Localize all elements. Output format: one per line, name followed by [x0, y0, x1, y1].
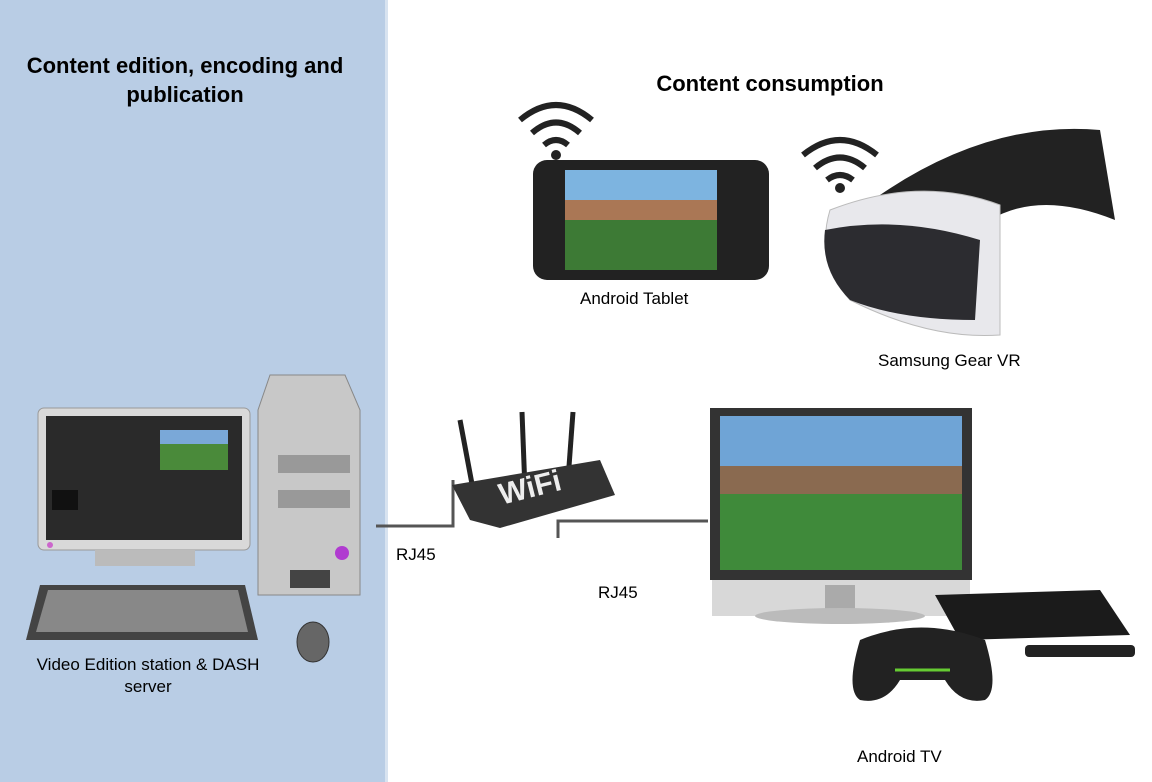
- workstation-monitor-icon: [37, 407, 251, 566]
- station-label: Video Edition station & DASH server: [36, 655, 260, 696]
- android-tv-monitor-icon: [710, 408, 972, 624]
- android-tablet-icon: [533, 160, 769, 280]
- tv-label: Android TV: [857, 747, 942, 766]
- mouse-icon: [296, 621, 330, 663]
- gear-vr-icon: [824, 128, 1115, 337]
- shield-tv-box-icon: [935, 590, 1135, 657]
- production-title: Content edition, encoding and publicatio…: [26, 53, 344, 107]
- wifi-signal-icon: [518, 102, 594, 148]
- vr-label: Samsung Gear VR: [878, 351, 1021, 370]
- rj45-label-right: RJ45: [598, 583, 638, 602]
- rj45-label-left: RJ45: [396, 545, 436, 564]
- consumption-title: Content consumption: [656, 71, 884, 96]
- tablet-label: Android Tablet: [580, 289, 689, 308]
- wifi-signal-icon: [801, 137, 879, 183]
- pc-tower-icon: [257, 374, 361, 596]
- game-controller-icon: [852, 627, 993, 701]
- wifi-router-icon: WiFi: [452, 411, 615, 528]
- keyboard-icon: [26, 585, 258, 640]
- rj45-cable-right: [556, 519, 708, 538]
- rj45-cable-left: [376, 480, 455, 528]
